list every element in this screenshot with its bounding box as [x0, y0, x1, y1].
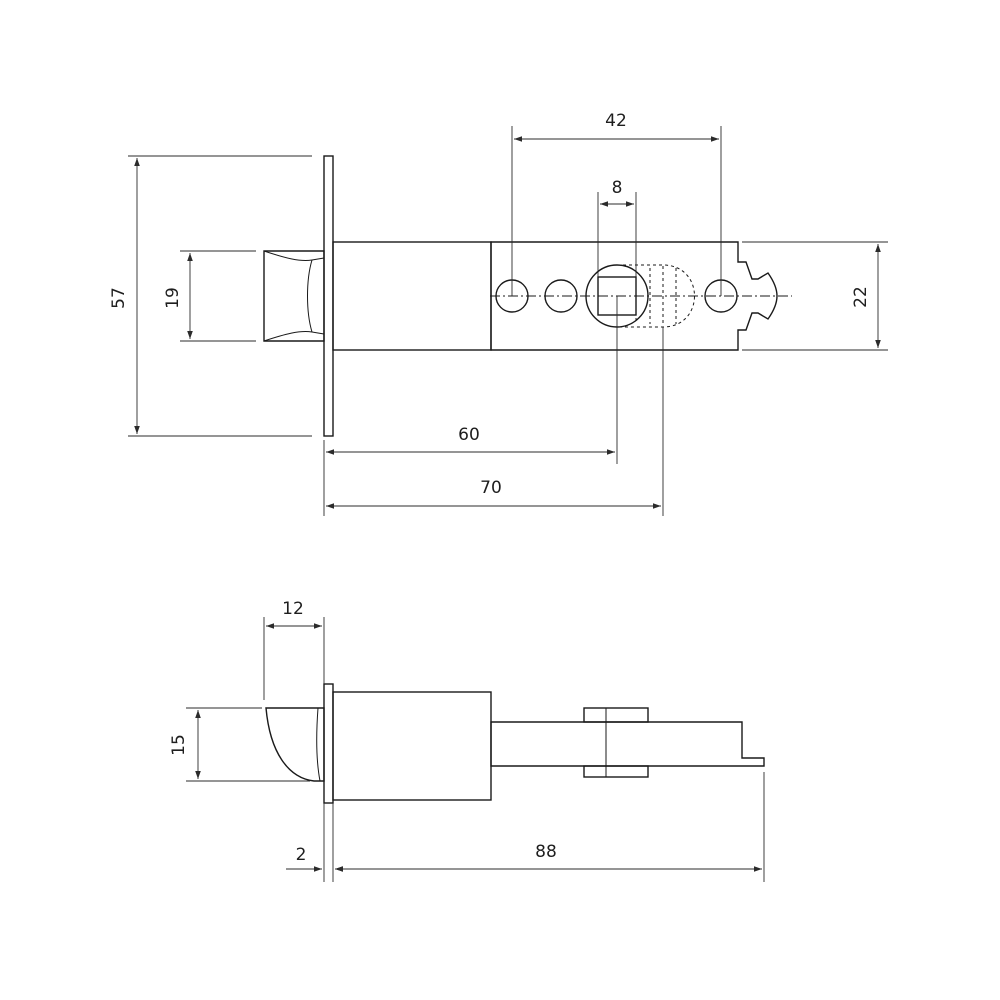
top-view: 57 19 42 8 22	[109, 111, 888, 516]
dimension-2: 2	[286, 803, 344, 882]
dimension-22-label: 22	[851, 286, 871, 308]
dimension-12-label: 12	[282, 599, 304, 619]
retractor-block-top	[583, 707, 649, 723]
side-faceplate	[323, 683, 334, 804]
dimension-8-label: 8	[612, 178, 623, 198]
dimension-2-label: 2	[296, 845, 307, 865]
side-latch-bolt	[265, 707, 325, 782]
tail-plate	[490, 241, 778, 351]
dimension-19-label: 19	[163, 287, 183, 309]
dimension-57-label: 57	[109, 287, 129, 309]
dimension-8: 8	[597, 178, 637, 277]
dimension-15-label: 15	[169, 734, 189, 756]
dimension-70: 70	[326, 327, 664, 516]
side-latch-body	[332, 691, 492, 801]
dimension-12: 12	[263, 599, 325, 700]
dimension-60-label: 60	[458, 425, 480, 445]
dimension-19: 19	[163, 250, 256, 342]
dimension-42-label: 42	[605, 111, 627, 131]
dimension-60: 60	[323, 296, 618, 516]
dimension-70-label: 70	[480, 478, 502, 498]
side-view: 12 15 2 88	[169, 599, 765, 882]
dimension-15: 15	[169, 707, 310, 782]
retractor-block-bottom	[583, 765, 649, 778]
dimension-57: 57	[109, 155, 312, 437]
dimension-42: 42	[511, 111, 722, 296]
dimension-88: 88	[335, 772, 765, 882]
faceplate	[323, 155, 334, 437]
dimension-22: 22	[742, 241, 888, 351]
latch-bolt	[263, 250, 325, 342]
latch-body	[332, 241, 492, 351]
dimension-88-label: 88	[535, 842, 557, 862]
side-tail-plate	[490, 721, 765, 767]
